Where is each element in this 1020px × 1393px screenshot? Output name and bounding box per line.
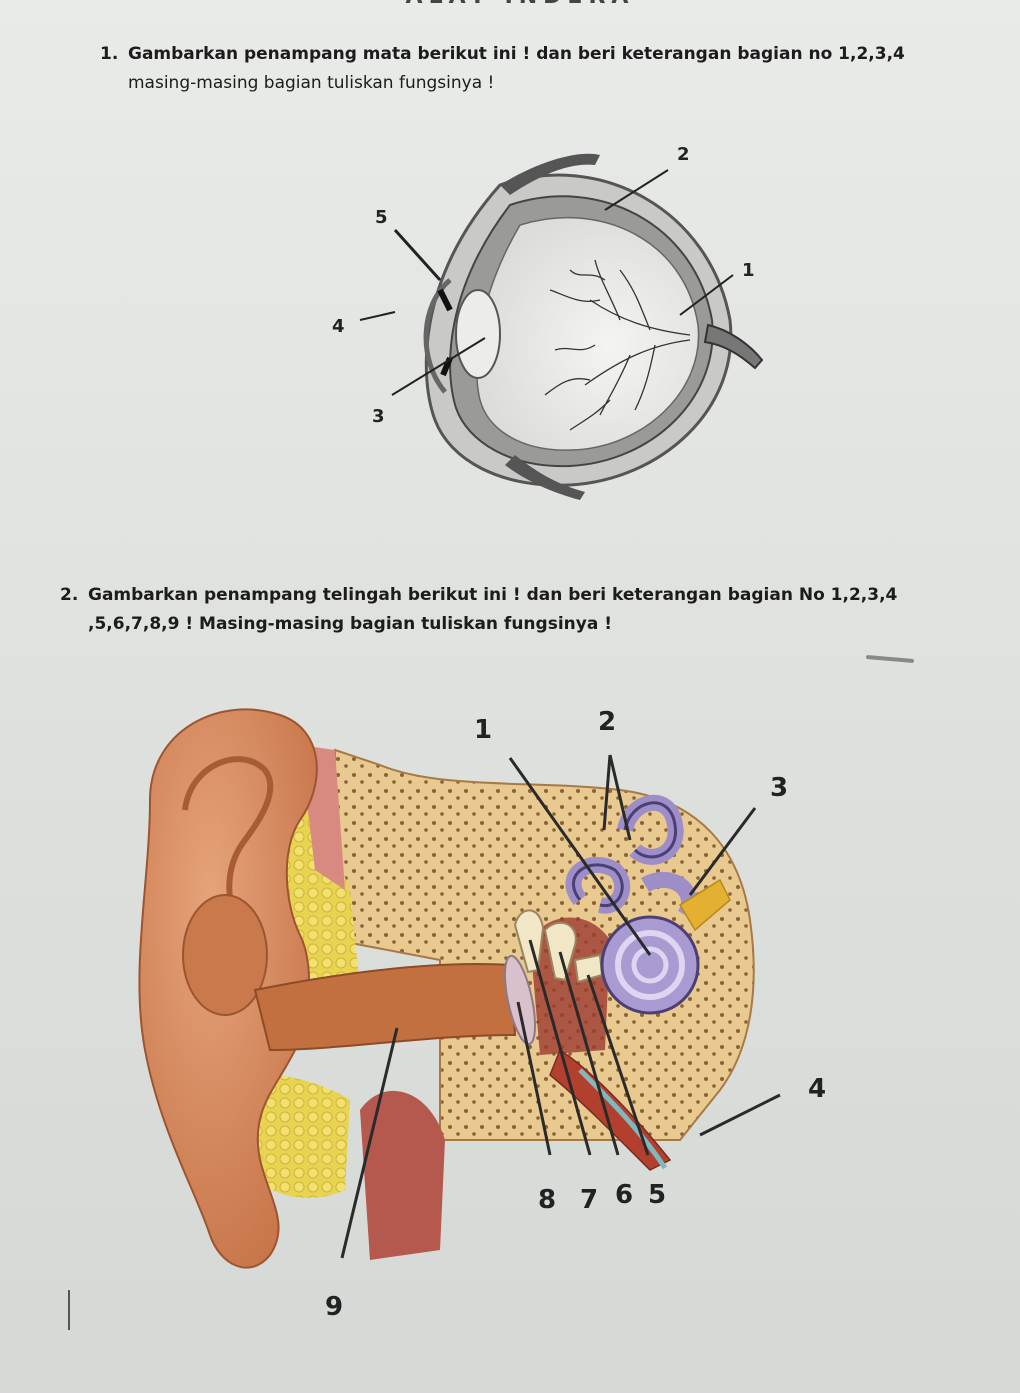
- ear-leader-8: [516, 1001, 552, 1156]
- margin-mark: [68, 1290, 70, 1330]
- ear-leader-4: [699, 1093, 781, 1137]
- pen-mark: [865, 654, 915, 664]
- eye-muscle-upper: [500, 153, 600, 195]
- ear-leader-6: [558, 951, 620, 1156]
- eye-leader-5: [393, 228, 442, 282]
- ear-label-8: 8: [538, 1185, 556, 1215]
- pinna-fold: [182, 756, 274, 921]
- ear-label-6: 6: [615, 1180, 633, 1210]
- eye-label-5: 5: [375, 207, 388, 228]
- eye-optic-nerve: [703, 323, 764, 370]
- ear-leader-9: [340, 1027, 399, 1259]
- question-2-line2: ,5,6,7,8,9 ! Masing-masing bagian tulisk…: [88, 614, 612, 634]
- eye-diagram: 2 1 5 4 3: [332, 144, 764, 500]
- retina-vessels: [544, 259, 691, 431]
- ear-label-3: 3: [770, 773, 788, 803]
- ear-label-5: 5: [648, 1180, 666, 1210]
- eye-lens: [455, 289, 501, 379]
- eye-label-1: 1: [742, 260, 755, 281]
- ear-leader-5: [586, 974, 650, 1156]
- eye-label-4: 4: [332, 316, 345, 337]
- question-2-line1: Gambarkan penampang telingah berikut ini…: [88, 585, 898, 605]
- eardrum: [503, 954, 537, 1046]
- ear-leader-3: [688, 807, 757, 896]
- eye-leader-2: [604, 169, 669, 211]
- question-1-line1: Gambarkan penampang mata berikut ini ! d…: [128, 44, 905, 64]
- eye-label-3: 3: [372, 406, 385, 427]
- page-title: ALAT INDERA: [380, 0, 660, 9]
- eye-muscle-lower: [505, 455, 585, 500]
- ear-leader-2a: [602, 754, 612, 831]
- ear-leader-7: [528, 939, 592, 1156]
- question-2-number: 2.: [60, 585, 79, 605]
- lower-muscle: [360, 1090, 445, 1260]
- concha: [182, 894, 268, 1016]
- eye-label-2: 2: [677, 144, 690, 165]
- question-1: 1. Gambarkan penampang mata berikut ini !…: [100, 40, 920, 98]
- eye-iris: [437, 288, 453, 312]
- question-1-number: 1.: [100, 44, 119, 64]
- ear-label-2: 2: [598, 707, 616, 737]
- question-1-line2: masing-masing bagian tuliskan fungsinya …: [128, 73, 495, 93]
- eye-leader-4: [359, 311, 396, 321]
- auditory-nerve: [678, 878, 731, 932]
- ear-diagram: 1 2 3 4 8 7 6 5 9: [138, 707, 826, 1322]
- ear-label-1: 1: [474, 715, 492, 745]
- question-2: 2. Gambarkan penampang telingah berikut i…: [60, 581, 980, 639]
- ear-label-9: 9: [325, 1292, 343, 1322]
- ear-leader-2b: [608, 754, 632, 841]
- eye-leader-3: [391, 337, 486, 396]
- ear-label-7: 7: [580, 1185, 598, 1215]
- ear-label-4: 4: [808, 1074, 826, 1104]
- incus: [543, 921, 577, 982]
- ear-leader-1: [508, 757, 652, 956]
- eye-leader-1: [679, 274, 734, 316]
